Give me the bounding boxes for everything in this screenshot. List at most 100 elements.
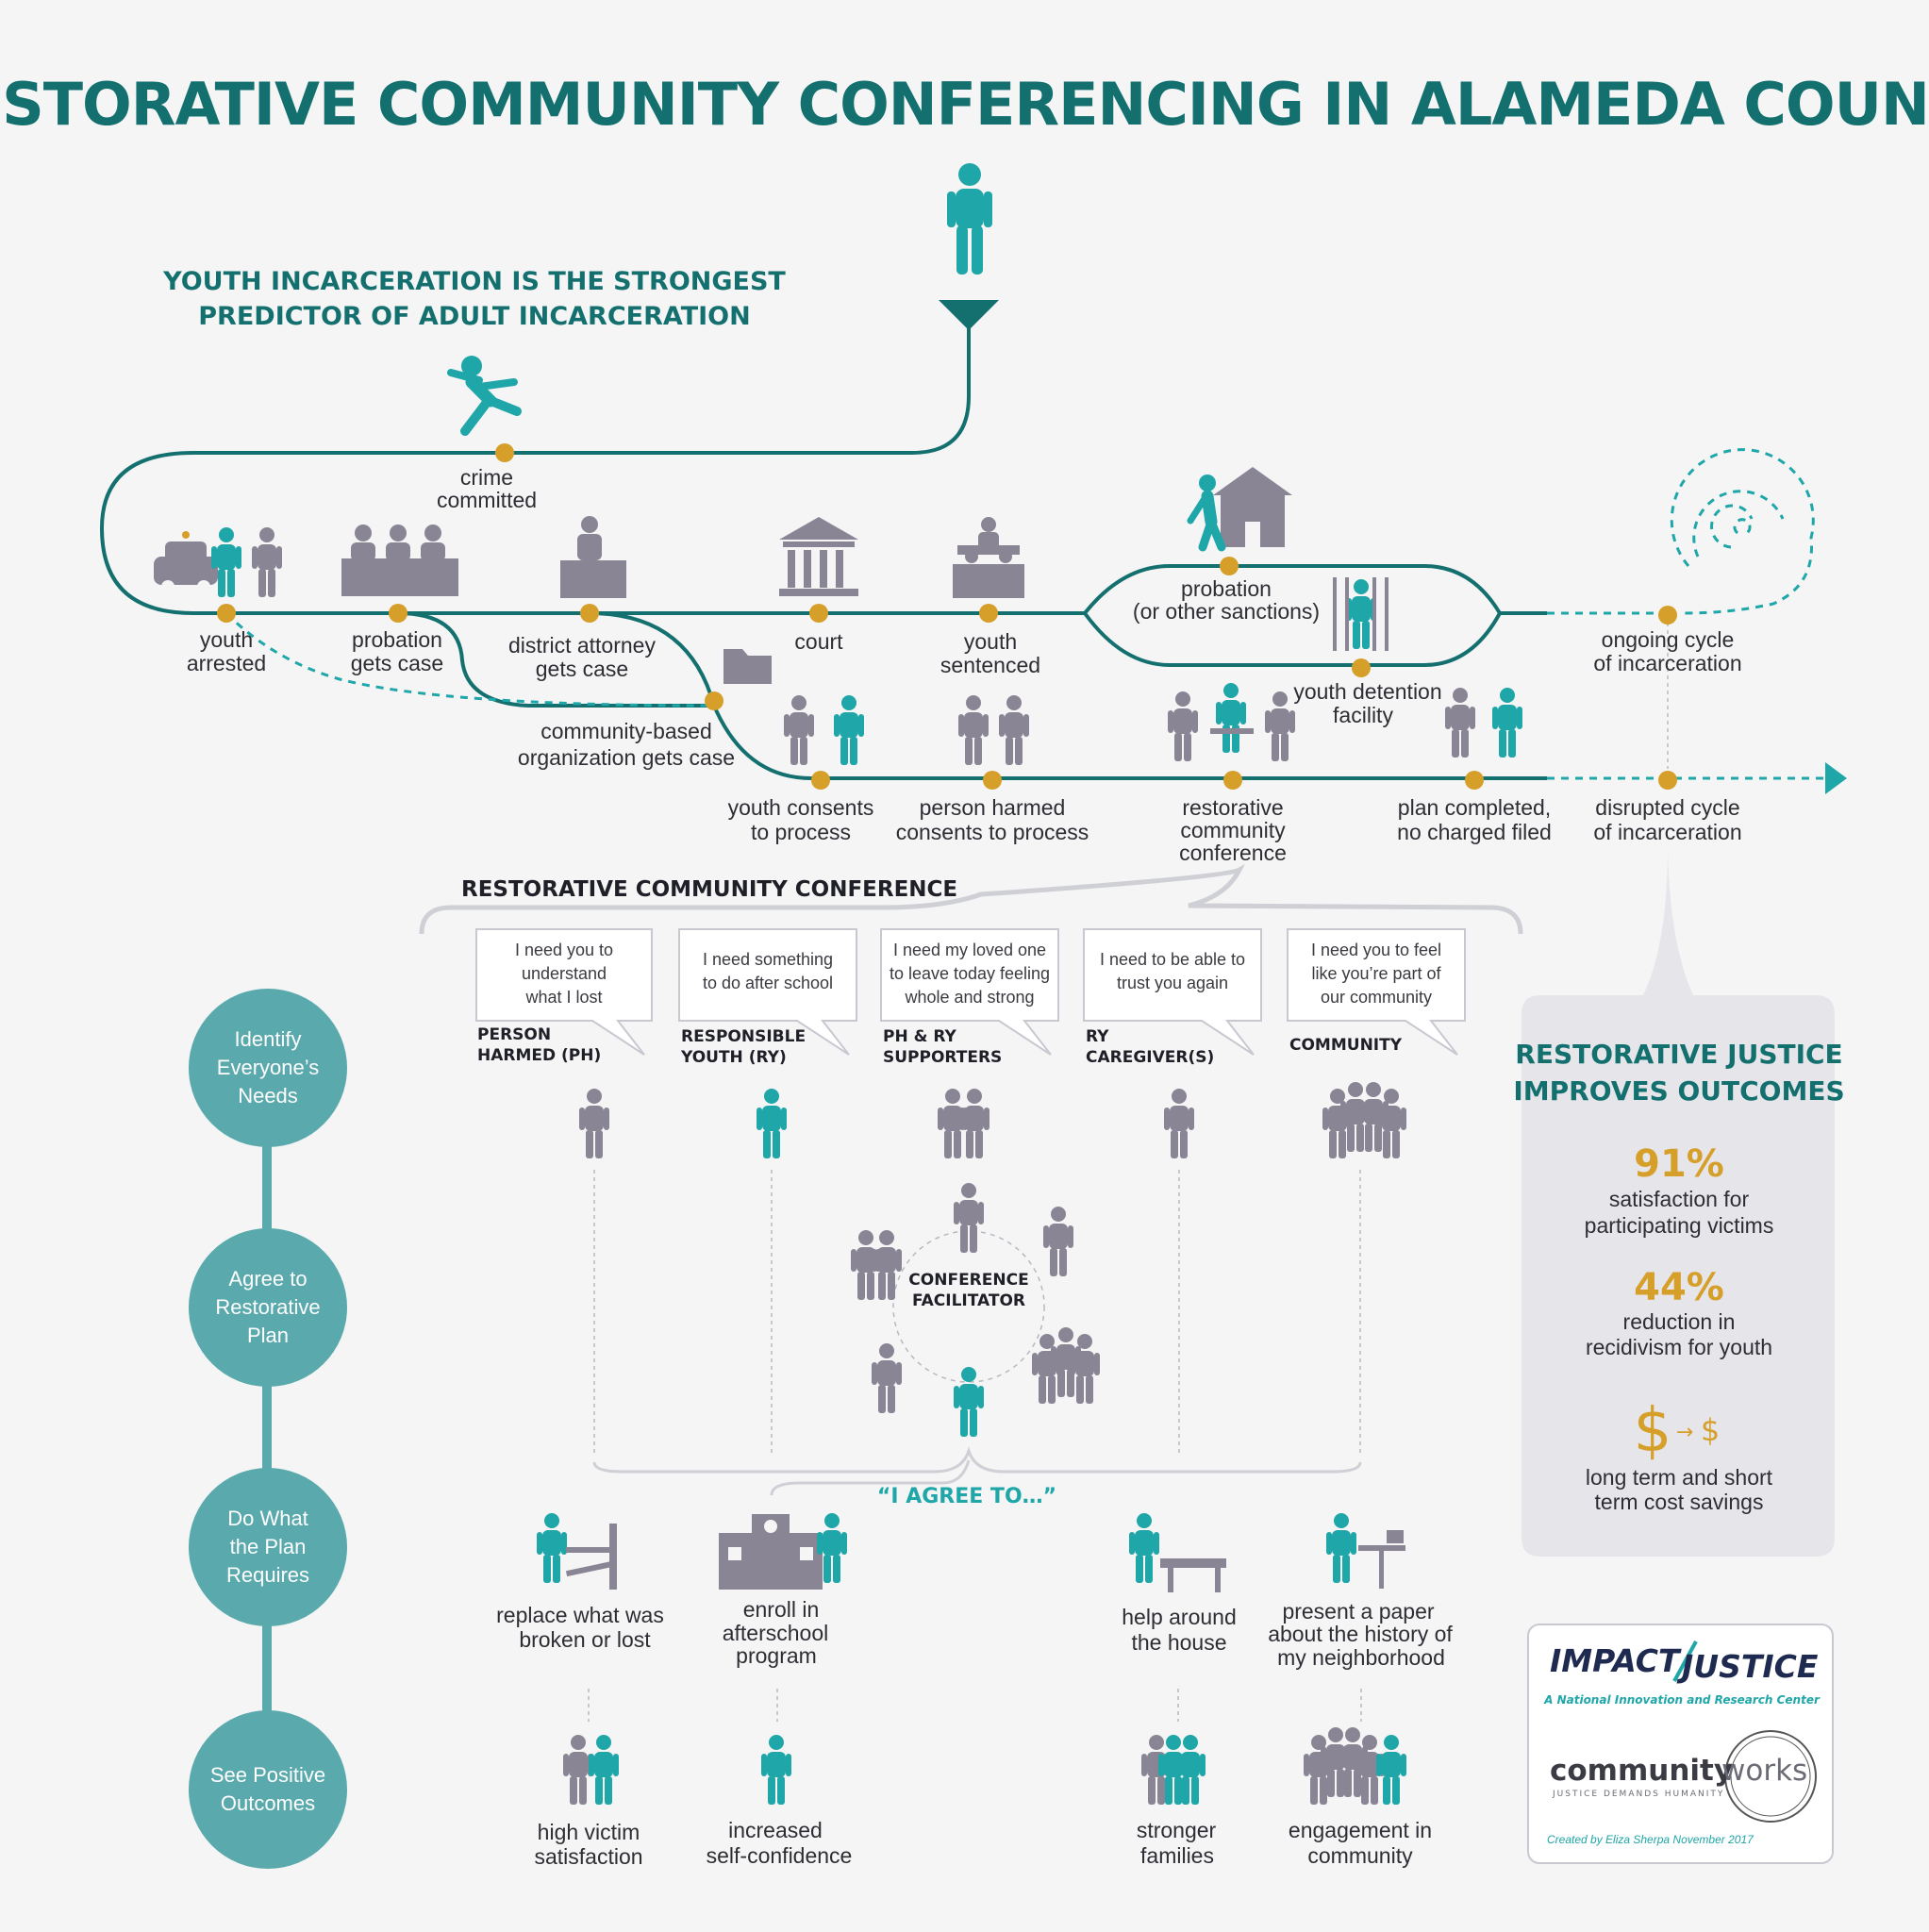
community-works-logo: community works JUSTICE DEMANDS HUMANITY xyxy=(1550,1730,1817,1823)
stat-44: 44% xyxy=(1634,1266,1724,1309)
supporters-figure-icon xyxy=(938,1089,989,1158)
label-court: court xyxy=(794,629,843,654)
label-cbo-1: community-based xyxy=(540,719,712,743)
stat-91-text-2: participating victims xyxy=(1585,1213,1774,1238)
subtitle-line-1: YOUTH INCARCERATION IS THE STRONGEST xyxy=(162,267,786,296)
role-ph-1: PERSON xyxy=(477,1025,551,1044)
svg-text:$: $ xyxy=(1701,1412,1720,1448)
outcome-1-line-2: satisfaction xyxy=(534,1844,642,1869)
agree-label: “I AGREE TO…” xyxy=(877,1485,1056,1508)
label-detention-1: youth detention xyxy=(1293,679,1441,704)
action-4-line-2: about the history of xyxy=(1268,1622,1453,1646)
plan-completed-icon xyxy=(1445,688,1522,758)
bubble-1-line-2: understand xyxy=(522,964,607,983)
stat-cost-text-1: long term and short xyxy=(1586,1465,1773,1490)
label-ph-consents-2: consents to process xyxy=(896,820,1089,844)
bubble-4-line-2: trust you again xyxy=(1117,974,1228,992)
house-icon xyxy=(1213,467,1292,547)
facilitator-label-1: CONFERENCE xyxy=(908,1271,1028,1290)
bubble-texts: I need you to understand what I lost I n… xyxy=(515,941,1442,1007)
action-2-line-2: afterschool xyxy=(723,1621,829,1645)
label-rcc-3: conference xyxy=(1179,841,1287,865)
role-community: COMMUNITY xyxy=(1289,1036,1403,1055)
step-3-line-1: Do What xyxy=(227,1507,308,1530)
funnel-icon xyxy=(939,300,999,330)
step-4-line-2: Outcomes xyxy=(221,1791,315,1815)
step-1-line-3: Needs xyxy=(238,1084,298,1108)
district-attorney-icon xyxy=(560,516,626,598)
timeline-labels: crime committed youth arrested probation… xyxy=(187,465,1742,865)
bubble-3-line-3: whole and strong xyxy=(904,988,1034,1007)
role-ry-2: YOUTH (RY) xyxy=(680,1048,787,1067)
role-connectors xyxy=(588,1170,1362,1722)
conference-circle-icon xyxy=(1168,683,1295,761)
ankle-monitor-youth-icon xyxy=(1187,475,1226,552)
outcome-2-line-1: increased xyxy=(728,1818,823,1842)
speech-bubbles xyxy=(475,928,1466,1056)
label-youth-consents-2: to process xyxy=(751,820,851,844)
step-2-line-1: Agree to xyxy=(228,1267,307,1291)
outcome-3-line-2: families xyxy=(1140,1843,1214,1868)
probation-panel-icon xyxy=(341,525,458,596)
steps-connector xyxy=(262,1066,272,1792)
afterschool-building-icon xyxy=(719,1513,847,1590)
conference-heading: RESTORATIVE COMMUNITY CONFERENCE xyxy=(461,877,957,902)
step-4-line-1: See Positive xyxy=(210,1763,325,1787)
label-probation-2: gets case xyxy=(351,651,443,675)
step-circles xyxy=(189,989,347,1869)
label-ongoing-1: ongoing cycle xyxy=(1602,627,1735,652)
action-labels: replace what was broken or lost enroll i… xyxy=(496,1597,1453,1670)
logo-box xyxy=(1527,1624,1834,1864)
step-3-line-3: Requires xyxy=(226,1563,309,1587)
facilitator-circle xyxy=(892,1230,1045,1383)
svg-text:JUSTICE: JUSTICE xyxy=(1676,1648,1819,1685)
action-2-line-3: program xyxy=(736,1643,817,1668)
outcome-4-line-1: engagement in xyxy=(1289,1818,1432,1842)
police-officer-icon xyxy=(252,527,282,597)
outcome-1-line-1: high victim xyxy=(538,1820,640,1844)
spiral-icon xyxy=(1670,448,1815,615)
stat-44-text-1: reduction in xyxy=(1623,1309,1736,1334)
stat-91: 91% xyxy=(1634,1142,1724,1186)
label-rcc-2: community xyxy=(1180,818,1286,842)
help-around-house-icon xyxy=(1129,1513,1226,1592)
step-2-line-2: Restorative xyxy=(215,1295,320,1319)
step-labels: Identify Everyone’s Needs Agree to Resto… xyxy=(210,1027,325,1815)
panel-heading-1: RESTORATIVE JUSTICE xyxy=(1515,1039,1842,1070)
role-caregivers-2: CAREGIVER(S) xyxy=(1086,1048,1214,1067)
page-title: RESTORATIVE COMMUNITY CONFERENCING IN AL… xyxy=(0,70,1929,139)
action-2-line-1: enroll in xyxy=(743,1597,820,1622)
standing-youth-icon xyxy=(947,163,992,275)
label-da-2: gets case xyxy=(536,657,628,681)
police-car-icon xyxy=(154,531,218,593)
label-ph-consents-1: person harmed xyxy=(920,795,1066,820)
arrow-right-icon xyxy=(1825,762,1847,794)
outcome-3-line-1: stronger xyxy=(1137,1818,1217,1842)
stat-91-text-1: satisfaction for xyxy=(1609,1187,1750,1211)
outcome-labels: high victim satisfaction increased self-… xyxy=(534,1818,1432,1869)
step-2-line-3: Plan xyxy=(247,1324,289,1347)
label-ongoing-2: of incarceration xyxy=(1593,651,1741,675)
outcome-4-line-2: community xyxy=(1307,1843,1413,1868)
role-supporters-1: PH & RY xyxy=(883,1027,957,1046)
role-ry-1: RESPONSIBLE xyxy=(681,1027,806,1046)
arrested-youth-icon xyxy=(211,527,241,597)
community-engagement-icon xyxy=(1304,1727,1406,1805)
victim-satisfaction-icon xyxy=(563,1735,619,1805)
panel-heading-2: IMPROVES OUTCOMES xyxy=(1513,1075,1844,1107)
label-detention-2: facility xyxy=(1333,703,1393,727)
label-arrested-2: arrested xyxy=(187,651,266,675)
label-crime-2: committed xyxy=(437,488,537,512)
outcome-2-line-2: self-confidence xyxy=(707,1843,853,1868)
role-ph-2: HARMED (PH) xyxy=(477,1046,601,1065)
bubble-5-line-2: like you’re part of xyxy=(1311,964,1441,983)
credit-line: Created by Eliza Sherpa November 2017 xyxy=(1547,1833,1754,1846)
action-1-line-1: replace what was xyxy=(496,1603,664,1627)
action-4-line-1: present a paper xyxy=(1282,1599,1434,1624)
label-sentenced-2: sentenced xyxy=(940,653,1040,677)
cost-savings-icon: $ → $ xyxy=(1634,1396,1721,1466)
label-da-1: district attorney xyxy=(508,633,656,658)
person-harmed-figure-icon xyxy=(579,1089,609,1158)
bubble-3-line-1: I need my loved one xyxy=(893,941,1046,959)
conference-brace xyxy=(419,863,1523,935)
